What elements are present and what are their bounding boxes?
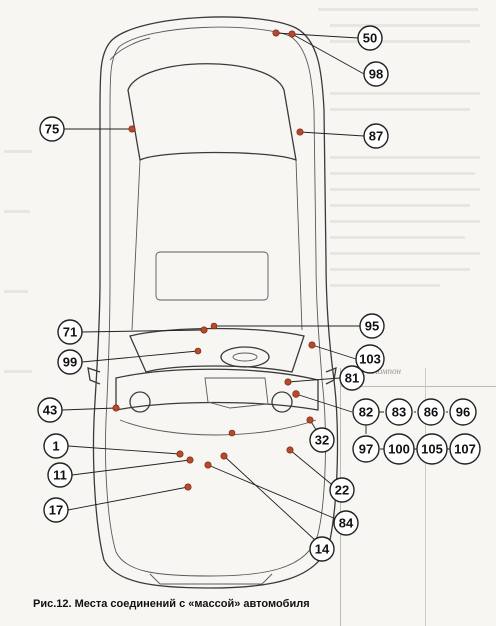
label-ring-97 — [352, 435, 380, 463]
background-text-bleed — [4, 8, 480, 373]
ground-dot-99 — [194, 347, 202, 355]
label-ring-100 — [383, 433, 415, 465]
label-ring-14 — [309, 536, 335, 562]
label-ring-71 — [57, 319, 83, 345]
label-75: 75 — [45, 122, 59, 137]
label-71: 71 — [63, 325, 77, 340]
label-ring-32 — [309, 427, 335, 453]
ground-dot-98 — [288, 30, 296, 38]
ground-dot-75 — [128, 125, 136, 133]
ground-dot-82 — [292, 390, 300, 398]
car-outline — [87, 16, 339, 589]
ground-dot-17 — [184, 483, 192, 491]
label-ring-81 — [339, 365, 365, 391]
ground-dot-50 — [272, 29, 280, 37]
label-ring-17 — [43, 497, 69, 523]
label-ring-84 — [333, 510, 359, 536]
ground-dot-43 — [112, 404, 120, 412]
label-43: 43 — [43, 403, 57, 418]
ground-dot-71 — [200, 326, 208, 334]
right-strut-tower — [271, 391, 293, 413]
label-100: 100 — [388, 442, 410, 457]
label-32: 32 — [315, 433, 329, 448]
label-84: 84 — [339, 516, 354, 531]
label-ring-75 — [39, 116, 65, 142]
label-ring-105 — [416, 433, 448, 465]
figure-caption: Рис.12. Места соединений с «массой» авто… — [33, 598, 310, 610]
rear-bumper — [109, 37, 151, 61]
partial-table-column-separator — [425, 368, 426, 626]
label-1: 1 — [52, 439, 59, 454]
ground-dot-103 — [308, 341, 316, 349]
ground-dot-32 — [306, 416, 314, 424]
label-numbers: 50 98 75 87 71 95 99 103 81 43 82 83 86 … — [43, 31, 476, 557]
left-strut-tower — [129, 391, 151, 413]
label-ring-96 — [449, 398, 477, 426]
label-ring-43 — [37, 397, 63, 423]
label-50: 50 — [363, 31, 377, 46]
label-rings — [37, 25, 481, 562]
partial-table-header — [341, 368, 496, 387]
label-98: 98 — [369, 67, 383, 82]
center-console — [204, 377, 269, 409]
label-ring-99 — [57, 349, 83, 375]
ground-dot-81 — [284, 378, 292, 386]
partial-table-heading: Компон — [372, 366, 401, 376]
label-105: 105 — [421, 442, 443, 457]
label-ring-83 — [385, 398, 413, 426]
roof-panel — [155, 251, 269, 301]
leader-lines — [61, 32, 365, 542]
ground-dot-87 — [296, 128, 304, 136]
steering-hub — [232, 352, 258, 362]
label-82: 82 — [359, 405, 373, 420]
label-103: 103 — [359, 352, 381, 367]
label-ring-1 — [43, 433, 69, 459]
ground-dot-84 — [204, 461, 212, 469]
label-ring-95 — [359, 313, 385, 339]
label-99: 99 — [63, 355, 77, 370]
roof-left-line — [131, 159, 141, 331]
label-ring-22 — [329, 477, 355, 503]
ground-dot-22 — [286, 446, 294, 454]
label-96: 96 — [456, 405, 470, 420]
label-107: 107 — [454, 442, 476, 457]
right-mirror — [325, 366, 337, 385]
rear-window — [127, 63, 297, 162]
label-86: 86 — [424, 405, 438, 420]
ground-dot-misc — [228, 429, 236, 437]
car-body-outer — [92, 16, 339, 589]
ground-dot-11 — [186, 456, 194, 464]
label-81: 81 — [345, 371, 359, 386]
label-14: 14 — [315, 542, 330, 557]
label-87: 87 — [369, 129, 383, 144]
left-mirror — [87, 367, 101, 385]
windshield — [129, 327, 305, 373]
label-ring-87 — [363, 123, 389, 149]
label-ring-11 — [47, 462, 73, 488]
dashboard — [115, 368, 319, 411]
label-95: 95 — [365, 319, 379, 334]
label-17: 17 — [49, 503, 63, 518]
hood-line — [119, 419, 317, 436]
ground-dots — [112, 29, 316, 491]
label-ring-103 — [355, 344, 385, 374]
ground-dot-14 — [220, 452, 228, 460]
label-ring-82 — [352, 398, 380, 426]
label-ring-107 — [449, 433, 481, 465]
steering-wheel — [220, 346, 270, 368]
label-22: 22 — [335, 483, 349, 498]
label-ring-50 — [357, 25, 383, 51]
label-97: 97 — [359, 442, 373, 457]
label-83: 83 — [392, 405, 406, 420]
label-11: 11 — [53, 468, 67, 483]
bumper-line — [149, 573, 273, 585]
ground-dot-1 — [176, 450, 184, 458]
ground-dot-95 — [210, 322, 218, 330]
label-ring-86 — [417, 398, 445, 426]
roof-right-line — [295, 159, 303, 331]
car-body-inner — [105, 26, 326, 577]
label-ring-98 — [363, 61, 389, 87]
